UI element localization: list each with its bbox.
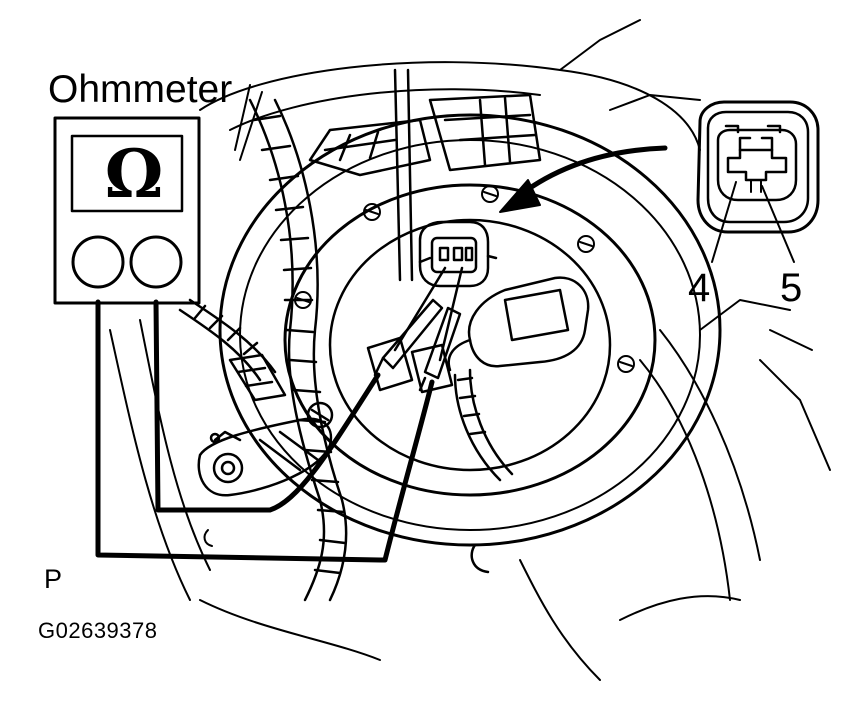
fuel-pump-connector-icon xyxy=(696,100,820,263)
vehicle-body-outline xyxy=(109,19,831,681)
pump-bracket xyxy=(308,68,542,282)
ohmmeter-label: Ohmmeter xyxy=(48,68,233,111)
fuel-pump-connector xyxy=(418,220,498,288)
terminal-label-5: 5 xyxy=(780,266,803,310)
test-leads xyxy=(95,299,435,563)
sender-plug xyxy=(447,276,590,482)
callout-arrow-icon xyxy=(499,145,668,213)
ohm-symbol: Ω xyxy=(104,135,164,213)
corner-mark: P xyxy=(44,564,63,594)
figure-code: G02639378 xyxy=(38,618,158,643)
ohmmeter-icon xyxy=(53,116,201,305)
terminal-label-4: 4 xyxy=(688,266,711,310)
wiring-harness xyxy=(178,98,348,602)
flange-screws xyxy=(294,185,635,373)
